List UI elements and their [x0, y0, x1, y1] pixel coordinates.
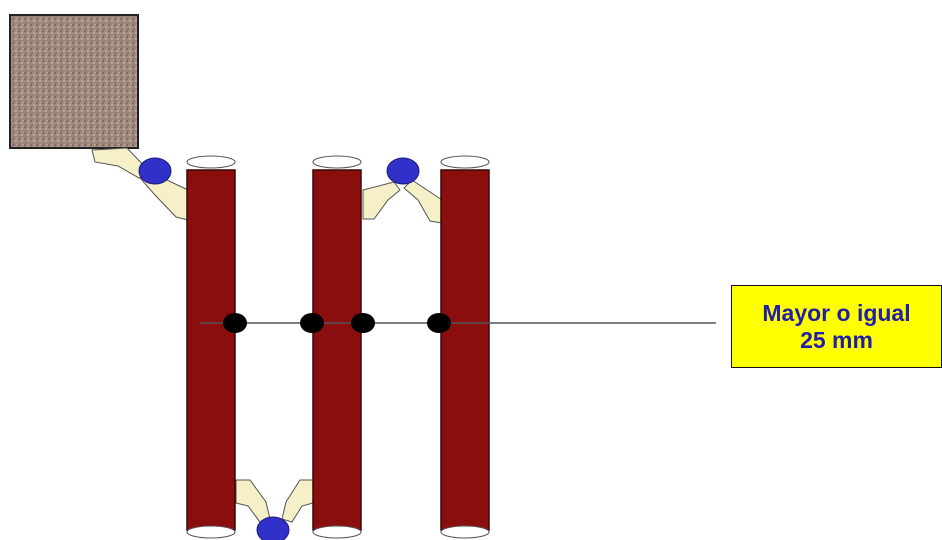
callout-line-2: 25 mm — [800, 326, 873, 353]
spacing-callout-box: Mayor o igual 25 mm — [731, 285, 942, 368]
tie-clip-top-middle — [362, 181, 401, 220]
aggregate-stone-block — [9, 14, 139, 149]
blue-connector-bottom — [256, 516, 290, 540]
tie-clip-bottom — [235, 479, 314, 523]
reinforcement-bar-left — [186, 155, 236, 539]
spacer-dot-1 — [223, 313, 247, 333]
reinforcement-bar-right — [440, 155, 490, 539]
blue-connector-top-left — [138, 157, 172, 185]
callout-line-1: Mayor o igual — [762, 299, 911, 326]
tie-clip-top-left — [91, 147, 189, 221]
spacer-dot-2 — [300, 313, 324, 333]
reinforcement-bar-middle — [312, 155, 362, 539]
tie-clip-top-right — [403, 179, 443, 224]
spacer-dot-4 — [427, 313, 451, 333]
spacer-dot-3 — [351, 313, 375, 333]
blue-connector-top-right — [386, 157, 420, 185]
